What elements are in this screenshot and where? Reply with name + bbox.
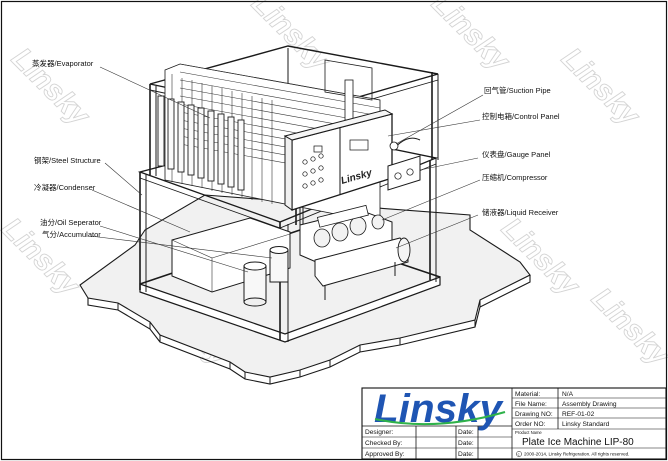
leader-lines (89, 66, 484, 273)
product-name-value: Plate Ice Machine LIP-80 (522, 437, 634, 448)
callout-liquid-receiver: 储液器/Liquid Receiver (482, 207, 559, 217)
approved-by-label: Approved By: (365, 451, 405, 458)
callout-steel-structure: 钢架/Steel Structure (34, 155, 101, 165)
callout-compressor: 压缩机/Compressor (482, 172, 548, 182)
watermark-text: Linsky (555, 42, 646, 133)
oil-separator (243, 261, 267, 307)
callout-evaporator: 蒸发器/Evaporator (32, 58, 94, 68)
watermark-text: Linsky (425, 0, 516, 78)
callout-suction-pipe: 回气管/Suction Pipe (484, 85, 551, 95)
date-label: Date: (458, 440, 474, 447)
control-panel: Linsky (283, 109, 394, 211)
copyright-icon (516, 451, 522, 457)
order-no-value: Linsky Standard (562, 421, 610, 428)
callout-labels-left: 蒸发器/Evaporator 钢架/Steel Structure 冷凝器/Co… (32, 58, 102, 239)
date-label: Date: (458, 429, 474, 436)
drawing-no-value: REF-01-02 (562, 411, 595, 418)
material-label: Material: (515, 391, 540, 398)
watermark-text: Linsky (245, 0, 336, 78)
copyright-text: 2000-2014, Linsky Refrigeration. All rig… (524, 452, 629, 457)
suction-pipe (389, 137, 421, 151)
product-name-label: Product Name (515, 430, 542, 435)
accumulator (269, 246, 289, 283)
order-no-label: Order NO: (515, 421, 546, 428)
callout-labels-right: 回气管/Suction Pipe 控制电箱/Control Panel 仪表盘/… (482, 85, 560, 217)
callout-condenser: 冷凝器/Condenser (34, 182, 96, 192)
liquid-receiver (314, 237, 411, 300)
callout-control-panel: 控制电箱/Control Panel (482, 111, 560, 121)
watermark-text: Linsky (585, 282, 668, 373)
file-name-value: Assembly Drawing (562, 401, 617, 408)
drawing-no-label: Drawing NO: (515, 411, 553, 418)
file-name-label: File Name: (515, 401, 547, 408)
copyright-glyph: c (518, 453, 520, 457)
checked-by-label: Checked By: (365, 440, 403, 447)
material-value: N/A (562, 391, 574, 398)
callout-oil-separator: 油分/Oil Seperator (40, 217, 102, 227)
logo-swoosh (374, 411, 506, 426)
designer-label: Designer: (365, 429, 393, 436)
callout-gauge-panel: 仪表盘/Gauge Panel (482, 149, 551, 159)
gauge-panel (387, 155, 421, 191)
watermark-text: Linsky (5, 42, 96, 133)
callout-accumulator: 气分/Accumulator (42, 229, 101, 239)
title-block: Linsky Material: N/A File Name: Assembly… (361, 387, 667, 460)
date-label: Date: (458, 451, 474, 458)
